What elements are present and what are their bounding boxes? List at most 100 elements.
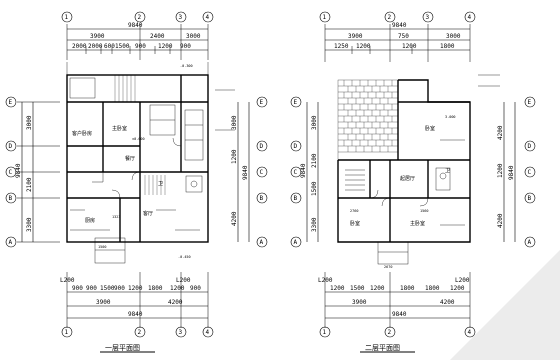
p2-axis-top-4: 4 bbox=[468, 14, 472, 21]
plan2: 1 2 3 4 9840 3900 750 3000 1250 1200 120… bbox=[290, 11, 536, 353]
roof-tiles bbox=[337, 79, 399, 161]
p2-bot-det-1: 1500 bbox=[350, 285, 365, 292]
p2-room-2: 起居厅 bbox=[400, 176, 415, 182]
p1-axis-right-C: C bbox=[260, 169, 264, 176]
p2-room-4: 主卧室 bbox=[410, 220, 425, 227]
p2-top-mid-1: 750 bbox=[398, 33, 409, 40]
p1-top-mid-0: 3900 bbox=[90, 33, 105, 40]
p1-left-total: 9840 bbox=[15, 163, 22, 178]
p2-axis-bot-4: 4 bbox=[468, 329, 472, 336]
p1-axis-bot-1: 1 bbox=[65, 329, 69, 336]
p1-bot-det-4: 1200 bbox=[128, 285, 143, 292]
p2-top-det-0: 1250 bbox=[334, 43, 349, 50]
p2-axis-right-D: D bbox=[528, 143, 532, 150]
p2-misc-2: 1560 bbox=[420, 209, 428, 213]
p1-top-mid-2: 3000 bbox=[186, 33, 201, 40]
p2-axis-bot-1: 1 bbox=[323, 329, 327, 336]
p1-right-2: 4200 bbox=[231, 211, 238, 226]
p1-axis-left-D: D bbox=[9, 143, 13, 150]
p2-top-total: 9840 bbox=[392, 22, 407, 29]
p1-axis-right-B: B bbox=[260, 195, 264, 202]
p2-axis-right-B: B bbox=[528, 195, 532, 202]
p1-top-mid-1: 2400 bbox=[150, 33, 165, 40]
p1-axis-top-1: 1 bbox=[65, 14, 69, 21]
p1-right-0: 3000 bbox=[231, 115, 238, 130]
p2-axis-left-E: E bbox=[294, 99, 298, 106]
p2-bot-det-4: 1800 bbox=[425, 285, 440, 292]
p1-axis-top-3: 3 bbox=[179, 14, 183, 21]
p1-misc-2: 1500 bbox=[98, 245, 106, 249]
p1-top-det-5: 1200 bbox=[158, 43, 173, 50]
p2-bot-det-0: 1200 bbox=[330, 285, 345, 292]
p2-axis-top-1: 1 bbox=[323, 14, 327, 21]
p1-room-2: 主卧室 bbox=[112, 125, 127, 132]
p1-bot-det-0: 900 bbox=[72, 285, 83, 292]
p2-bot-mid-1: 4200 bbox=[440, 299, 455, 306]
p2-room-1: 卧室 bbox=[350, 220, 360, 227]
watermark-corner bbox=[450, 250, 560, 360]
p1-misc-1: 1323 bbox=[112, 215, 120, 219]
p1-bot-det-2: 1500 bbox=[100, 285, 115, 292]
p2-top-det-3: 1800 bbox=[440, 43, 455, 50]
p1-right-1: 1200 bbox=[231, 149, 238, 164]
p1-misc-6: -0.450 bbox=[178, 255, 191, 259]
p2-bot-det-2: 1200 bbox=[370, 285, 385, 292]
p1-bot-mid-0: 3900 bbox=[96, 299, 111, 306]
p1-misc-4: ±0.000 bbox=[132, 137, 145, 141]
p1-bot-det-6: 1200 bbox=[170, 285, 185, 292]
p1-top-det-4: 900 bbox=[135, 43, 146, 50]
p2-right-2: 4200 bbox=[497, 213, 504, 228]
p1-top-det-6: 900 bbox=[180, 43, 191, 50]
p2-top-mid-0: 3900 bbox=[348, 33, 363, 40]
p2-misc-5: 3.000 bbox=[445, 115, 456, 119]
p1-bot-mid-1: 4200 bbox=[168, 299, 183, 306]
p1-bot-det-1: 900 bbox=[86, 285, 97, 292]
p2-axis-right-C: C bbox=[528, 169, 532, 176]
p1-room-3: 餐厅 bbox=[125, 155, 135, 162]
p1-top-det-1: 2000 bbox=[88, 43, 103, 50]
p2-left-2: 1500 bbox=[311, 181, 318, 196]
p2-left-0: 3000 bbox=[311, 115, 318, 130]
p2-right-total: 9840 bbox=[508, 165, 515, 180]
p2-top-det-2: 1200 bbox=[402, 43, 417, 50]
p2-left-3: 3300 bbox=[311, 217, 318, 232]
p2-axis-top-2: 2 bbox=[388, 14, 392, 21]
p1-axis-top-2: 2 bbox=[138, 14, 142, 21]
p1-right-total: 9840 bbox=[242, 165, 249, 180]
p1-axis-right-E: E bbox=[260, 99, 264, 106]
p2-bot-mid-0: 3900 bbox=[352, 299, 367, 306]
p2-axis-right-E: E bbox=[528, 99, 532, 106]
plan1: 1 2 3 4 9840 3900 2400 3000 2000 2000 60… bbox=[5, 11, 268, 353]
p2-bot-total: 9840 bbox=[392, 311, 407, 318]
p1-axis-left-E: E bbox=[9, 99, 13, 106]
p2-top-det-1: 1200 bbox=[356, 43, 371, 50]
p1-axis-top-4: 4 bbox=[206, 14, 210, 21]
p1-top-det-3: 1500 bbox=[115, 43, 130, 50]
p2-right-1: 1200 bbox=[497, 163, 504, 178]
p2-room-3: 卧室 bbox=[425, 125, 435, 132]
p1-top-det-0: 2000 bbox=[72, 43, 87, 50]
p1-axis-bot-4: 4 bbox=[206, 329, 210, 336]
p1-left-0: 3000 bbox=[26, 115, 33, 130]
p1-left-1: 2100 bbox=[26, 177, 33, 192]
p2-room-5: 卫 bbox=[445, 168, 450, 174]
p1-bot-det-3: 900 bbox=[114, 285, 125, 292]
p1-l200-a: L200 bbox=[60, 277, 75, 284]
p2-axis-left-D: D bbox=[294, 143, 298, 150]
p2-right-0: 4200 bbox=[497, 125, 504, 140]
p2-misc-1: 2760 bbox=[350, 209, 358, 213]
p1-room-5: 厨房 bbox=[85, 217, 95, 224]
p1-room-4: 客厅 bbox=[143, 210, 153, 217]
p2-l200-b: L200 bbox=[455, 277, 470, 284]
p2-axis-bot-2: 2 bbox=[388, 329, 392, 336]
p1-axis-right-D: D bbox=[260, 143, 264, 150]
p1-left-2: 3300 bbox=[26, 217, 33, 232]
p2-axis-left-B: B bbox=[294, 195, 298, 202]
p1-misc-5: -0.300 bbox=[180, 64, 193, 68]
p1-bot-total: 9840 bbox=[128, 311, 143, 318]
p2-top-mid-2: 3000 bbox=[446, 33, 461, 40]
p2-l200-a: L200 bbox=[318, 277, 333, 284]
p2-axis-top-3: 3 bbox=[426, 14, 430, 21]
